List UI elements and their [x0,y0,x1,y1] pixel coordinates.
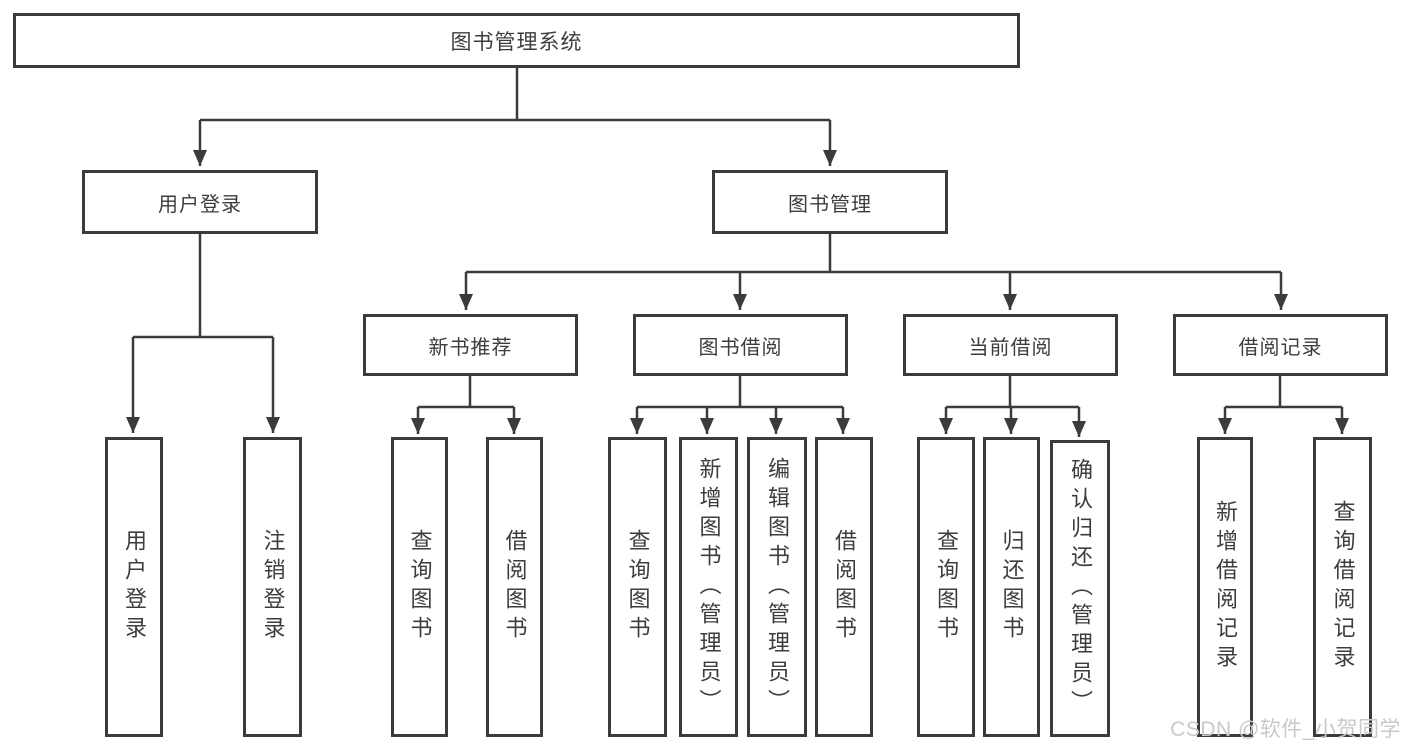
node-bb-edit-book-label: 编辑图书（管理员） [765,456,790,718]
node-bb-query-book: 查询图书 [608,437,667,737]
node-cb-query-book: 查询图书 [917,437,975,737]
node-logout-action-label: 注销登录 [260,529,286,645]
node-user-login-action-label: 用户登录 [122,529,147,645]
node-br-query-record: 查询借阅记录 [1313,437,1372,737]
node-bb-add-book-label: 新增图书（管理员） [696,456,722,718]
node-bb-add-book: 新增图书（管理员） [679,437,738,737]
node-book-borrow-label: 图书借阅 [698,336,783,359]
node-borrow-record: 借阅记录 [1173,314,1388,376]
node-br-add-record-label: 新增借阅记录 [1213,500,1238,674]
node-borrow-record-label: 借阅记录 [1238,336,1323,359]
node-book-borrow: 图书借阅 [633,314,848,376]
node-bb-query-book-label: 查询图书 [625,529,651,645]
node-user-login-label: 用户登录 [158,193,242,216]
node-cb-return-book: 归还图书 [983,437,1040,737]
node-root: 图书管理系统 [13,13,1020,68]
node-bb-borrow-book: 借阅图书 [815,437,873,737]
node-root-label: 图书管理系统 [450,30,583,54]
node-bb-borrow-book-label: 借阅图书 [832,529,857,645]
node-logout-action: 注销登录 [243,437,302,737]
node-book-management: 图书管理 [712,170,948,234]
node-nb-query-book-label: 查询图书 [407,529,433,645]
connector-group [126,68,1349,437]
node-current-borrow-label: 当前借阅 [968,336,1053,359]
node-user-login-action: 用户登录 [105,437,163,737]
node-nb-borrow-book-label: 借阅图书 [502,529,528,645]
node-cb-confirm-return: 确认归还（管理员） [1050,440,1110,737]
node-nb-borrow-book: 借阅图书 [486,437,543,737]
node-current-borrow: 当前借阅 [903,314,1118,376]
node-cb-confirm-return-label: 确认归还（管理员） [1068,458,1093,719]
node-br-add-record: 新增借阅记录 [1197,437,1253,737]
node-new-book-recommend-label: 新书推荐 [428,336,513,359]
node-nb-query-book: 查询图书 [391,437,448,737]
node-user-login: 用户登录 [82,170,318,234]
node-cb-query-book-label: 查询图书 [934,529,959,645]
node-new-book-recommend: 新书推荐 [363,314,578,376]
csdn-watermark: CSDN @软件_小贺同学 [1170,718,1401,741]
node-bb-edit-book: 编辑图书（管理员） [747,437,807,737]
node-book-management-label: 图书管理 [788,193,872,216]
node-cb-return-book-label: 归还图书 [999,529,1025,645]
node-br-query-record-label: 查询借阅记录 [1330,500,1356,674]
